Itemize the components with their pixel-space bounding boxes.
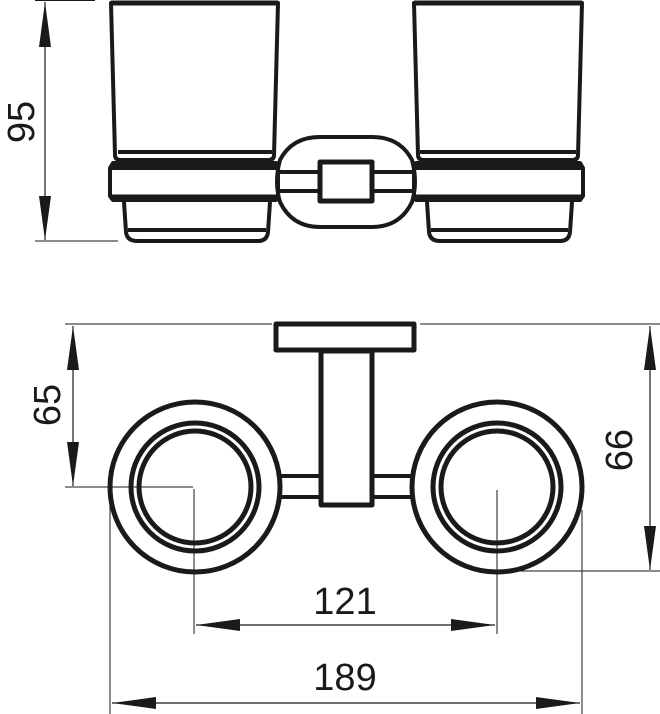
center-connector [275,135,417,229]
post [318,348,375,508]
dimension-121 [196,619,495,631]
top-view [107,321,585,575]
dim-99-label: 99 [597,429,639,471]
wall-plate [273,321,417,353]
dimension-65 [67,326,79,486]
left-tumbler [108,0,280,243]
dim-95-label: 95 [1,101,43,143]
dimension-189 [112,697,580,709]
dim-65-label: 65 [27,384,69,426]
extension-lines [65,323,660,714]
dimension-99 [644,326,656,570]
arms [268,474,418,499]
dim-121-label: 121 [313,581,376,623]
dim-189-label: 189 [313,657,376,699]
front-view [108,0,585,243]
right-tumbler [412,0,585,243]
dimension-95 [35,0,118,242]
left-ring [107,399,283,575]
